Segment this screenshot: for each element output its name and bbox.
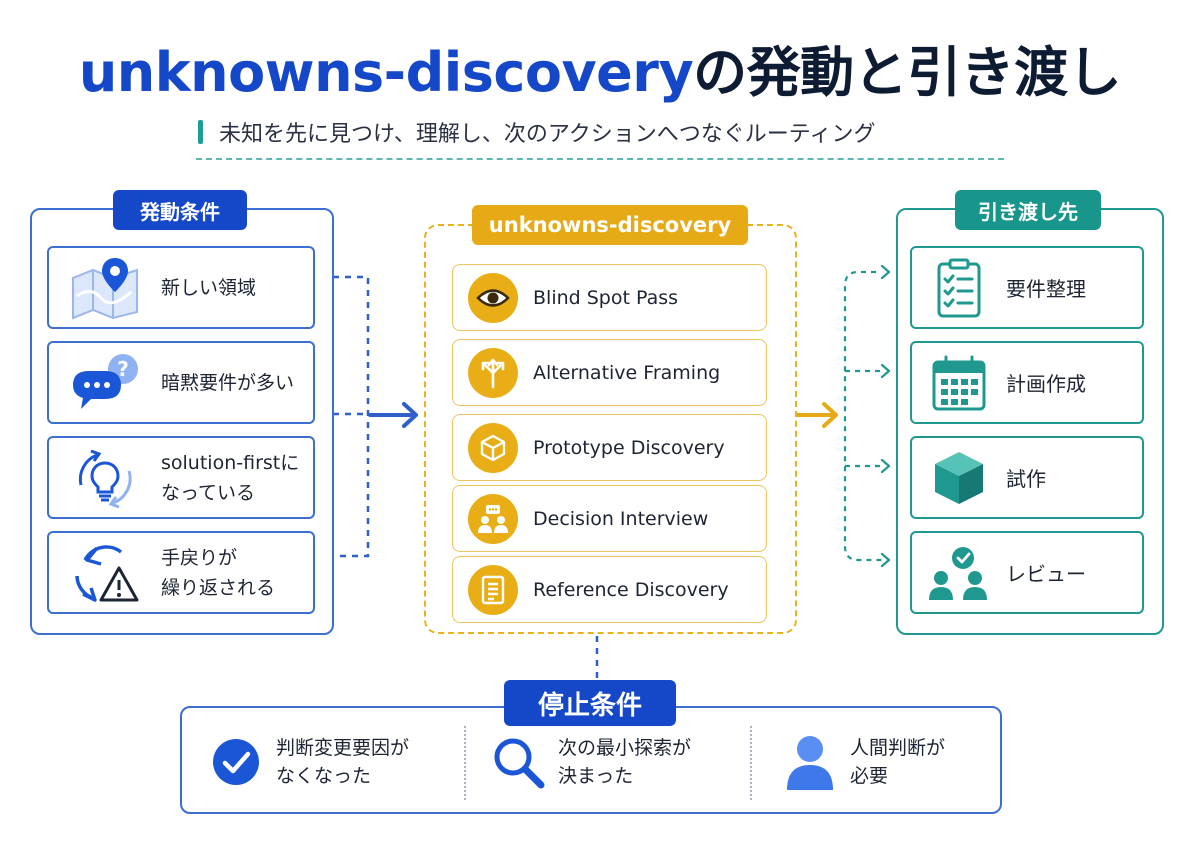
title-rest: の発動と引き渡し [693,41,1122,104]
branch-arrows-icon [468,347,518,398]
core-card-reference-discovery: Reference Discovery [452,556,767,623]
trigger-arrow [368,402,418,428]
document-icon [468,564,518,615]
subtitle: 未知を先に見つけ、理解し、次のアクションへつなぐルーティング [198,118,876,147]
core-card-decision-interview: Decision Interview [452,485,767,552]
stop-item-next-search-decided: 次の最小探索が決まった [478,722,691,802]
stop-item-human-judgment: 人間判断が必要 [770,722,945,802]
trigger-card-solution-first: solution-firstになっている [47,436,315,519]
page-title: unknowns-discoveryの発動と引き渡し [0,28,1200,107]
title-accent: unknowns-discovery [78,41,694,104]
stop-separator [750,726,752,800]
trigger-text: 手戻りが繰り返される [161,546,276,599]
chat-question-icon: ? [49,343,161,422]
trigger-text: solution-firstになっている [161,451,300,504]
stop-item-text: 人間判断が必要 [850,737,946,787]
core-card-alternative-framing: Alternative Framing [452,339,767,406]
trigger-card-rework: 手戻りが繰り返される [47,531,315,614]
svg-text:?: ? [117,357,129,381]
lightbulb-cycle-icon [49,438,161,517]
subtitle-bar [198,120,203,144]
cube-icon [912,438,1006,517]
trigger-connector [333,275,370,558]
check-circle-icon [196,737,276,787]
core-card-prototype-discovery: Prototype Discovery [452,414,767,481]
stop-item-no-change-factors: 判断変更要因がなくなった [196,722,409,802]
stop-panel-label: 停止条件 [504,680,676,726]
trigger-card-implicit-requirements: ? 暗黙要件が多い [47,341,315,424]
core-card-label: Prototype Discovery [533,436,725,459]
map-pin-icon [49,248,161,327]
eye-icon [468,272,518,323]
handoff-connector [843,270,884,562]
handoff-card-requirements: 要件整理 [910,246,1144,329]
handoff-arrowheads [880,264,891,568]
trigger-card-new-domain: 新しい領域 [47,246,315,329]
stop-item-text: 判断変更要因がなくなった [276,737,410,787]
review-people-icon [912,533,1006,612]
handoff-card-review: レビュー [910,531,1144,614]
cube-icon [468,422,518,473]
handoff-card-label: 試作 [1006,467,1046,491]
person-icon [770,733,850,791]
stop-separator [464,726,466,800]
core-panel-label: unknowns-discovery [472,205,748,245]
handoff-card-prototype: 試作 [910,436,1144,519]
subtitle-divider [196,158,1004,160]
core-arrow [795,402,838,428]
core-card-label: Reference Discovery [533,578,729,601]
checklist-icon [912,248,1006,327]
handoff-panel-label: 引き渡し先 [955,190,1101,230]
trigger-text: 暗黙要件が多い [161,371,295,394]
search-icon [478,734,558,790]
core-card-label: Alternative Framing [533,361,721,384]
calendar-icon [912,343,1006,422]
interview-icon [468,493,518,544]
handoff-card-label: レビュー [1006,562,1086,586]
core-card-label: Decision Interview [533,507,709,530]
stop-item-text: 次の最小探索が決まった [558,737,692,787]
trigger-text: 新しい領域 [161,276,257,299]
handoff-card-label: 要件整理 [1006,277,1086,301]
rework-warning-icon [49,533,161,612]
subtitle-text: 未知を先に見つけ、理解し、次のアクションへつなぐルーティング [219,122,876,147]
core-card-label: Blind Spot Pass [533,286,679,309]
trigger-panel-label: 発動条件 [113,190,247,230]
core-card-blind-spot-pass: Blind Spot Pass [452,264,767,331]
handoff-card-planning: 計画作成 [910,341,1144,424]
handoff-card-label: 計画作成 [1006,372,1086,396]
